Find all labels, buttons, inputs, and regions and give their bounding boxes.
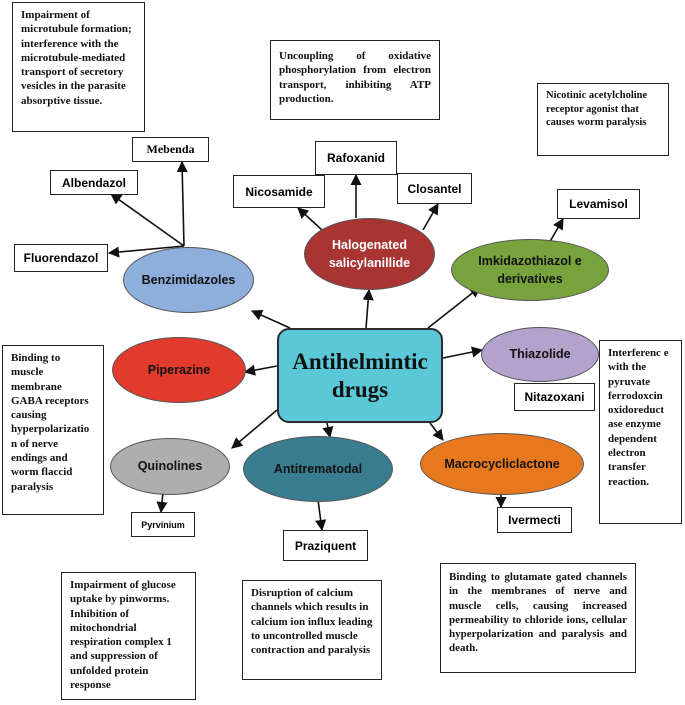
- ivermecti-box: Ivermecti: [497, 507, 572, 533]
- arrow-to-antitrematodal: [322, 422, 334, 439]
- albendazol-box: Albendazol: [50, 170, 138, 195]
- rafoxanid-box: Rafoxanid: [315, 141, 397, 175]
- halogenated-salicylanillide-ellipse: Halogenated salicylanillide: [304, 218, 435, 290]
- macrocyclic-lactone-ellipse: Macrocycliclactone: [420, 433, 584, 495]
- mebenda-box: Mebenda: [132, 137, 209, 162]
- arrow-to-praziquent: [315, 499, 327, 532]
- arrow-to-imidazothiazole: [427, 286, 481, 329]
- piperazine-ellipse: Piperazine: [112, 337, 246, 403]
- arrow-to-quinolines: [231, 409, 278, 449]
- halogenated-mechanism-box: Uncoupling of oxidative phosphorylation …: [270, 40, 440, 120]
- nitazoxani-box: Nitazoxani: [514, 383, 595, 411]
- arrow-to-thiazolide: [442, 346, 484, 359]
- praziquent-box: Praziquent: [283, 530, 368, 561]
- arrow-to-halogenated: [362, 288, 374, 329]
- macrocyclic-mechanism-box: Binding to glutamate gated channels in t…: [440, 563, 636, 673]
- arrow-to-mebenda: [176, 160, 188, 247]
- arrow-to-pyrvinium: [156, 491, 168, 514]
- fluorendazol-box: Fluorendazol: [14, 244, 108, 272]
- benzimidazoles-mechanism-box: Impairment of microtubule formation; int…: [12, 2, 145, 132]
- arrow-to-nicosamide: [297, 207, 323, 231]
- antihelmintic-drugs-node: Antihelmintic drugs: [277, 328, 443, 423]
- levamisol-box: Levamisol: [557, 189, 640, 219]
- closantel-box: Closantel: [397, 173, 472, 204]
- antitrematodal-ellipse: Antitrematodal: [243, 436, 393, 502]
- arrow-to-macrocyclic: [429, 422, 444, 441]
- levamisol-mechanism-box: Nicotinic acetylcholine receptor agonist…: [537, 83, 669, 156]
- arrow-to-piperazine: [243, 364, 278, 376]
- thiazolide-ellipse: Thiazolide: [481, 327, 599, 382]
- thiazolide-mechanism-box: Interferenc e with the pyruvate ferrodox…: [599, 340, 682, 524]
- quinolines-mechanism-box: Impairment of glucose uptake by pinworms…: [61, 572, 196, 700]
- benzimidazoles-ellipse: Benzimidazoles: [123, 247, 254, 313]
- nicosamide-box: Nicosamide: [233, 175, 325, 208]
- pyrvinium-box: Pyrvinium: [131, 512, 195, 537]
- quinolines-ellipse: Quinolines: [110, 438, 230, 495]
- antitrematodal-mechanism-box: Disruption of calcium channels which res…: [242, 580, 382, 680]
- imidazothiazole-ellipse: Imkidazothiazol e derivatives: [451, 239, 609, 301]
- arrow-to-albendazol: [110, 193, 185, 247]
- arrow-to-closantel: [422, 203, 439, 231]
- piperazine-mechanism-box: Binding to muscle membrane GABA receptor…: [2, 345, 104, 515]
- arrow-to-benzimidazoles: [250, 310, 291, 329]
